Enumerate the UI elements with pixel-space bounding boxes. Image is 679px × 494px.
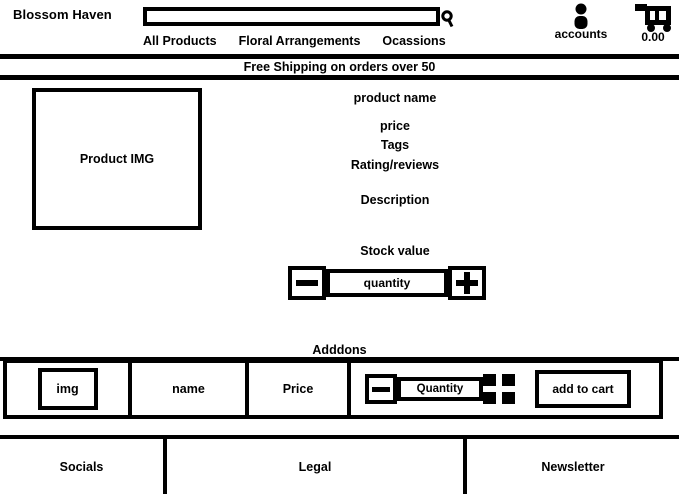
shipping-banner: Free Shipping on orders over 50: [0, 58, 679, 75]
footer-column-legal[interactable]: Legal: [163, 439, 467, 494]
minus-icon: [296, 280, 318, 286]
addon-price-label: Price: [282, 382, 314, 396]
product-rating: Rating/reviews: [350, 157, 440, 172]
account-label: accounts: [554, 27, 608, 41]
quantity-field-label: quantity: [363, 276, 411, 290]
product-stock-value: Stock value: [360, 243, 430, 258]
nav-item-floral-arrangements[interactable]: Floral Arrangements: [238, 34, 361, 48]
account-button[interactable]: accounts: [549, 2, 613, 41]
plus-icon[interactable]: [483, 374, 515, 404]
quantity-increment-button[interactable]: [448, 266, 486, 300]
add-to-cart-button[interactable]: add to cart: [535, 370, 631, 408]
addon-quantity-decrement-button[interactable]: [365, 374, 397, 404]
footer-column-newsletter[interactable]: Newsletter: [467, 439, 679, 494]
footer-legal-label: Legal: [298, 459, 332, 474]
product-quantity-stepper: quantity: [288, 266, 486, 300]
addons-table: img name Price Quantity add to cart: [3, 359, 663, 419]
footer-socials-label: Socials: [59, 459, 104, 474]
table-row-cell-name: name: [132, 363, 249, 415]
brand-logo[interactable]: Blossom Haven: [13, 7, 112, 22]
table-row-cell-actions: Quantity add to cart: [351, 363, 659, 415]
minus-icon: [372, 386, 390, 392]
product-description: Description: [360, 193, 430, 207]
footer-newsletter-label: Newsletter: [541, 459, 605, 474]
addon-quantity-stepper: Quantity: [365, 374, 515, 404]
cart-total: 0.00: [641, 30, 665, 44]
table-row-cell-price: Price: [249, 363, 351, 415]
search-icon[interactable]: [441, 10, 456, 28]
person-icon: [574, 3, 588, 29]
main-nav: All Products Floral Arrangements Ocassio…: [143, 34, 446, 48]
footer-column-socials[interactable]: Socials: [0, 439, 163, 494]
banner-rule-bottom: [0, 75, 679, 80]
addon-quantity-field[interactable]: Quantity: [397, 377, 483, 401]
shopping-cart-icon: [635, 4, 671, 32]
product-name: product name: [353, 91, 437, 105]
addon-image-label: img: [56, 382, 79, 396]
product-tags: Tags: [380, 138, 410, 152]
nav-item-all-products[interactable]: All Products: [143, 34, 217, 48]
quantity-field[interactable]: quantity: [326, 269, 448, 297]
addon-image-placeholder[interactable]: img: [37, 368, 98, 410]
addon-quantity-field-label: Quantity: [416, 383, 464, 395]
shipping-banner-text: Free Shipping on orders over 50: [243, 59, 436, 74]
quantity-decrement-button[interactable]: [288, 266, 326, 300]
search-bar[interactable]: [143, 7, 440, 26]
add-to-cart-label: add to cart: [552, 382, 614, 396]
plus-icon: [456, 272, 478, 294]
footer: Socials Legal Newsletter: [0, 439, 679, 494]
cart-button[interactable]: 0.00: [628, 2, 678, 44]
footer-rule: [0, 435, 679, 439]
search-input[interactable]: [147, 11, 436, 22]
product-info: product name price Tags Rating/reviews D…: [280, 88, 510, 257]
addons-title: Adddons: [312, 343, 367, 357]
product-image-placeholder[interactable]: Product IMG: [32, 88, 202, 230]
product-image-label: Product IMG: [79, 152, 155, 166]
addon-name-label: name: [172, 382, 205, 396]
product-price: price: [380, 118, 410, 133]
banner-rule-top: [0, 54, 679, 59]
nav-item-ocassions[interactable]: Ocassions: [382, 34, 446, 48]
table-row-cell-image: img: [7, 363, 132, 415]
